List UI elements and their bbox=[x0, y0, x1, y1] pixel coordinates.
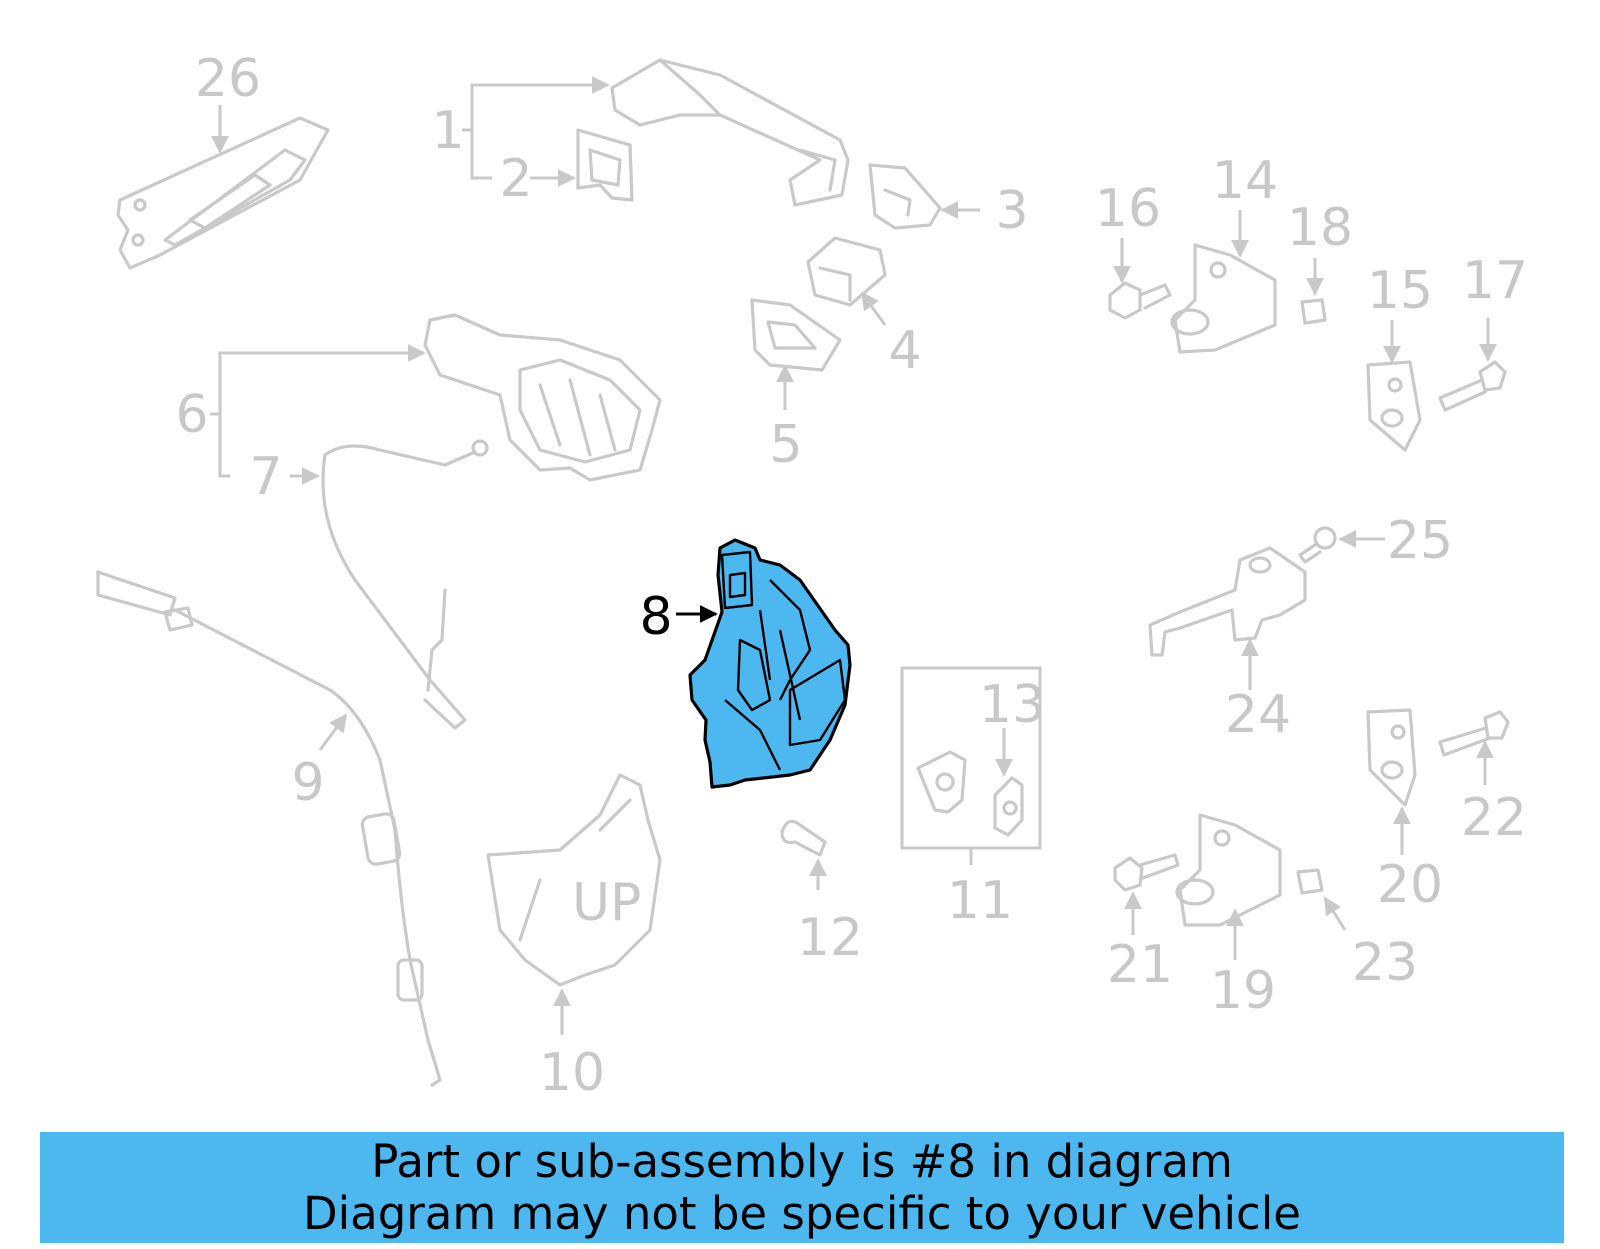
callout-17: 17 bbox=[1462, 251, 1528, 311]
part-22-bolt[interactable] bbox=[1438, 710, 1510, 757]
part-12-screw[interactable] bbox=[780, 819, 827, 857]
callout-20: 20 bbox=[1377, 855, 1443, 915]
part-5-gasket[interactable] bbox=[750, 298, 842, 372]
parts-diagram: 26 1 2 3 4 5 bbox=[96, 49, 1528, 1103]
callout-8: 8 bbox=[639, 587, 672, 647]
callout-16: 16 bbox=[1095, 179, 1161, 239]
part-11-striker[interactable] bbox=[916, 750, 967, 814]
part-13-shim[interactable] bbox=[993, 776, 1024, 837]
callout-14: 14 bbox=[1212, 151, 1278, 211]
part-24-door-check[interactable] bbox=[1148, 546, 1307, 657]
callout-1: 1 bbox=[431, 101, 464, 161]
part-17-bolt[interactable] bbox=[1438, 360, 1507, 412]
part-21-bolt[interactable] bbox=[1113, 853, 1180, 892]
part-20-hinge-plate[interactable] bbox=[1366, 708, 1417, 807]
callout-19: 19 bbox=[1210, 961, 1276, 1021]
callout-18: 18 bbox=[1287, 198, 1353, 258]
callout-2: 2 bbox=[499, 149, 532, 209]
callout-12: 12 bbox=[797, 908, 863, 968]
callout-5: 5 bbox=[769, 415, 802, 475]
part-16-bolt[interactable] bbox=[1108, 281, 1172, 320]
callout-6: 6 bbox=[175, 385, 208, 445]
part-15-hinge-plate[interactable] bbox=[1366, 360, 1422, 452]
callout-25: 25 bbox=[1387, 511, 1453, 571]
callout-26: 26 bbox=[195, 49, 261, 109]
banner-line-1: Part or sub-assembly is #8 in diagram bbox=[371, 1134, 1233, 1188]
callout-7: 7 bbox=[249, 447, 282, 507]
part-3-handle-cap[interactable] bbox=[868, 163, 942, 230]
part-25-screw[interactable] bbox=[1298, 526, 1337, 564]
part-1-outside-handle[interactable] bbox=[610, 58, 850, 207]
callout-24: 24 bbox=[1225, 685, 1291, 745]
callout-23: 23 bbox=[1352, 933, 1418, 993]
part-2-handle-bezel[interactable] bbox=[576, 128, 634, 202]
info-banner: Part or sub-assembly is #8 in diagram Di… bbox=[40, 1132, 1564, 1243]
up-stamp: UP bbox=[572, 873, 641, 933]
callout-10: 10 bbox=[539, 1043, 605, 1103]
callout-13: 13 bbox=[979, 675, 1045, 735]
part-10-latch-cover[interactable]: UP bbox=[486, 773, 662, 987]
part-7-cable[interactable] bbox=[321, 439, 489, 730]
callout-4: 4 bbox=[888, 321, 921, 381]
callout-21: 21 bbox=[1107, 935, 1173, 995]
part-19-lower-hinge[interactable] bbox=[1175, 813, 1282, 927]
part-26-interior-handle-bracket[interactable] bbox=[116, 116, 330, 270]
part-18-bushing[interactable] bbox=[1300, 298, 1327, 325]
part-9-release-cable[interactable] bbox=[96, 570, 442, 1087]
callout-9: 9 bbox=[291, 753, 324, 813]
part-4-lock-cylinder-housing[interactable] bbox=[806, 236, 887, 307]
callout-3: 3 bbox=[995, 181, 1028, 241]
part-6-handle-reinforcement[interactable] bbox=[423, 313, 662, 482]
callout-15: 15 bbox=[1367, 261, 1433, 321]
part-8-door-latch-assembly[interactable] bbox=[688, 538, 852, 789]
banner-line-2: Diagram may not be specific to your vehi… bbox=[303, 1186, 1301, 1240]
part-23-bushing[interactable] bbox=[1296, 868, 1324, 895]
callout-22: 22 bbox=[1461, 788, 1527, 848]
part-14-upper-hinge[interactable] bbox=[1170, 243, 1277, 354]
callout-11: 11 bbox=[947, 871, 1013, 931]
